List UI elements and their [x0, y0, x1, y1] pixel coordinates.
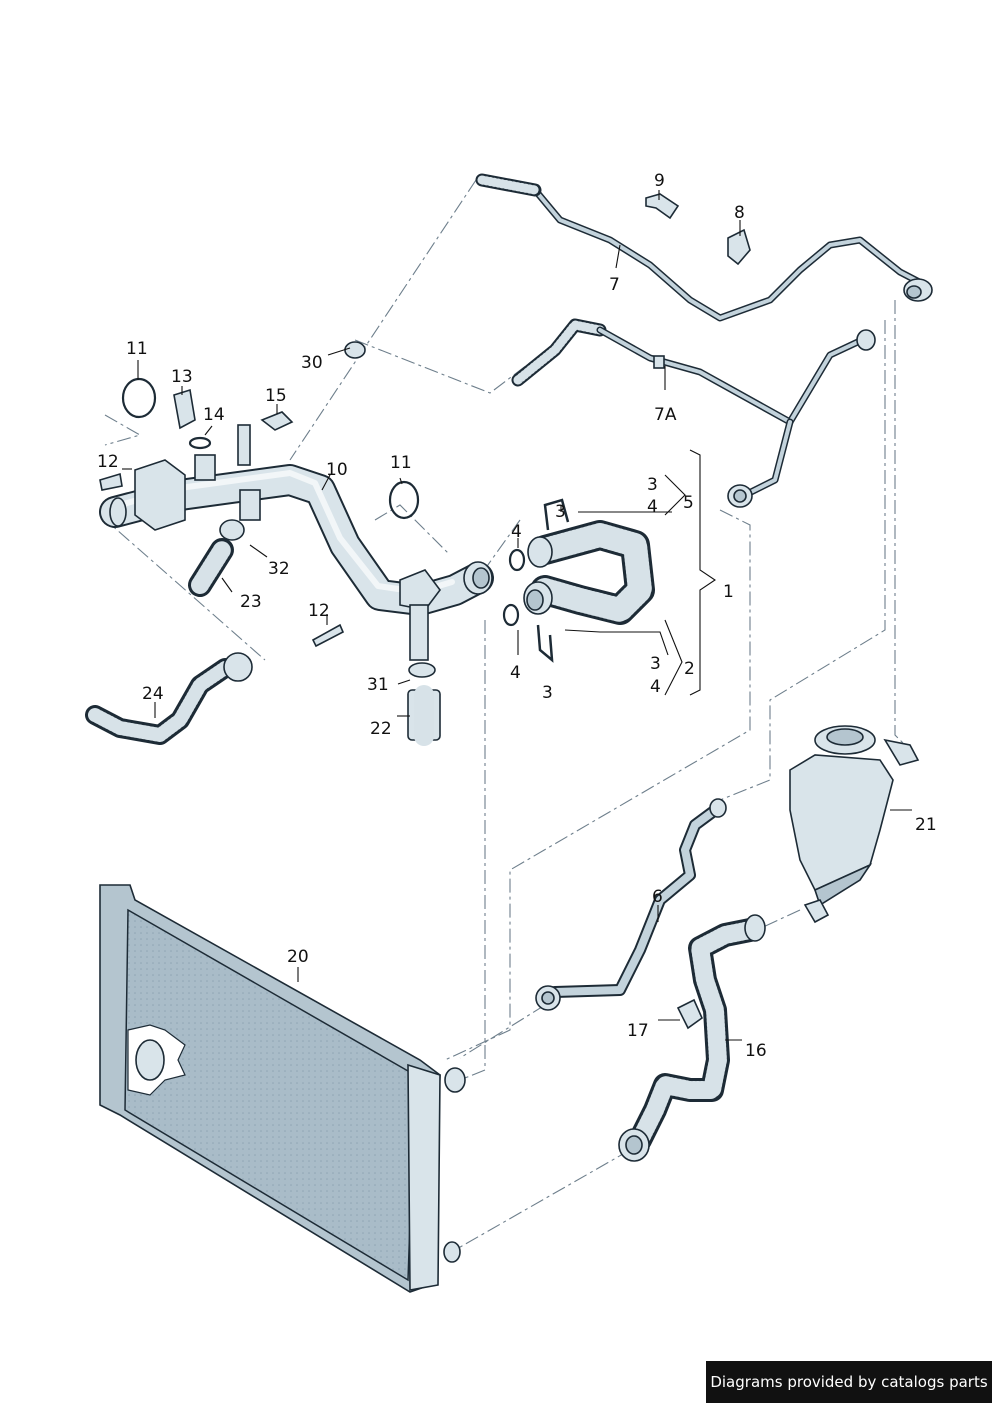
hose-16: [618, 914, 766, 1162]
callout-3-a: 3: [555, 502, 566, 522]
callout-15: 15: [265, 386, 287, 406]
hose-assembly-1: [502, 498, 655, 663]
callout-16: 16: [745, 1041, 767, 1061]
assembly-lines: [99, 179, 906, 1251]
callout-12-a: 12: [97, 452, 119, 472]
hose-7a: [511, 318, 876, 508]
callout-4-b: 4: [511, 522, 522, 542]
leader-lines: [122, 190, 912, 1041]
callout-4-d: 4: [650, 677, 661, 697]
coolant-pipe-10: [99, 424, 494, 661]
callout-13: 13: [171, 367, 193, 387]
callout-31: 31: [367, 675, 389, 695]
callout-3-b: 3: [647, 475, 658, 495]
callout-12-b: 12: [308, 601, 330, 621]
radiator-20: [99, 884, 466, 1293]
hose-6: [535, 798, 727, 1011]
callout-32: 32: [268, 559, 290, 579]
callout-14: 14: [203, 405, 225, 425]
callout-1: 1: [723, 582, 734, 602]
callout-20: 20: [287, 947, 309, 967]
callout-8: 8: [734, 203, 745, 223]
small-parts: [85, 377, 441, 746]
callout-7: 7: [609, 275, 620, 295]
callout-24: 24: [142, 684, 164, 704]
callout-17: 17: [627, 1021, 649, 1041]
callout-11-b: 11: [390, 453, 412, 473]
callout-4-c: 4: [510, 663, 521, 683]
clips-top: [344, 193, 751, 359]
callout-10: 10: [326, 460, 348, 480]
hose-7: [475, 173, 933, 322]
credit-banner: Diagrams provided by catalogs parts: [706, 1361, 992, 1403]
callout-21: 21: [915, 815, 937, 835]
callout-7a: 7A: [654, 405, 677, 425]
callout-5: 5: [683, 493, 694, 513]
callouts: 11 13 14 15 12 10 30 11 3 3 4 4 5 1 12 3…: [97, 171, 937, 1061]
callout-23: 23: [240, 592, 262, 612]
callout-4-a: 4: [647, 497, 658, 517]
callout-6: 6: [652, 887, 663, 907]
expansion-tank-21: [789, 725, 920, 924]
callout-11-a: 11: [126, 339, 148, 359]
callout-3-c: 3: [542, 683, 553, 703]
callout-3-d: 3: [650, 654, 661, 674]
callout-30: 30: [301, 353, 323, 373]
callout-22: 22: [370, 719, 392, 739]
callout-2: 2: [684, 659, 695, 679]
callout-9: 9: [654, 171, 665, 191]
